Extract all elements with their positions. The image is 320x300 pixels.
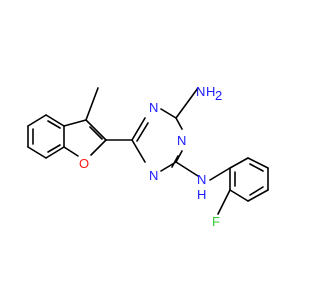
benzofuran-benzene-ring [27, 114, 65, 159]
furan-ring [63, 119, 107, 157]
secondary-amine-label: N H [197, 172, 206, 202]
amino-subscript: 2 [215, 88, 222, 103]
fluorophenyl-ring [217, 157, 269, 215]
triazine-n-bottom: N [149, 168, 158, 183]
amino-n: N [196, 84, 205, 99]
amino-group-label: N H 2 [196, 84, 222, 103]
nh-n: N [197, 172, 206, 187]
triazine-ring [131, 87, 199, 177]
molecule-structure-canvas: N N N O N H 2 N H F [27, 84, 269, 229]
molecule-structure-drawing: N N N O N H 2 N H F [27, 84, 269, 229]
nh-h: H [197, 187, 206, 202]
nh-phenyl-bond [209, 167, 231, 181]
methyl-bond [85, 87, 99, 121]
amino-h: H [206, 84, 215, 99]
fluorine-atom: F [212, 214, 220, 229]
furan-oxygen: O [79, 156, 89, 171]
triazine-n-right: N [177, 133, 186, 148]
triazine-n-top: N [149, 100, 158, 115]
